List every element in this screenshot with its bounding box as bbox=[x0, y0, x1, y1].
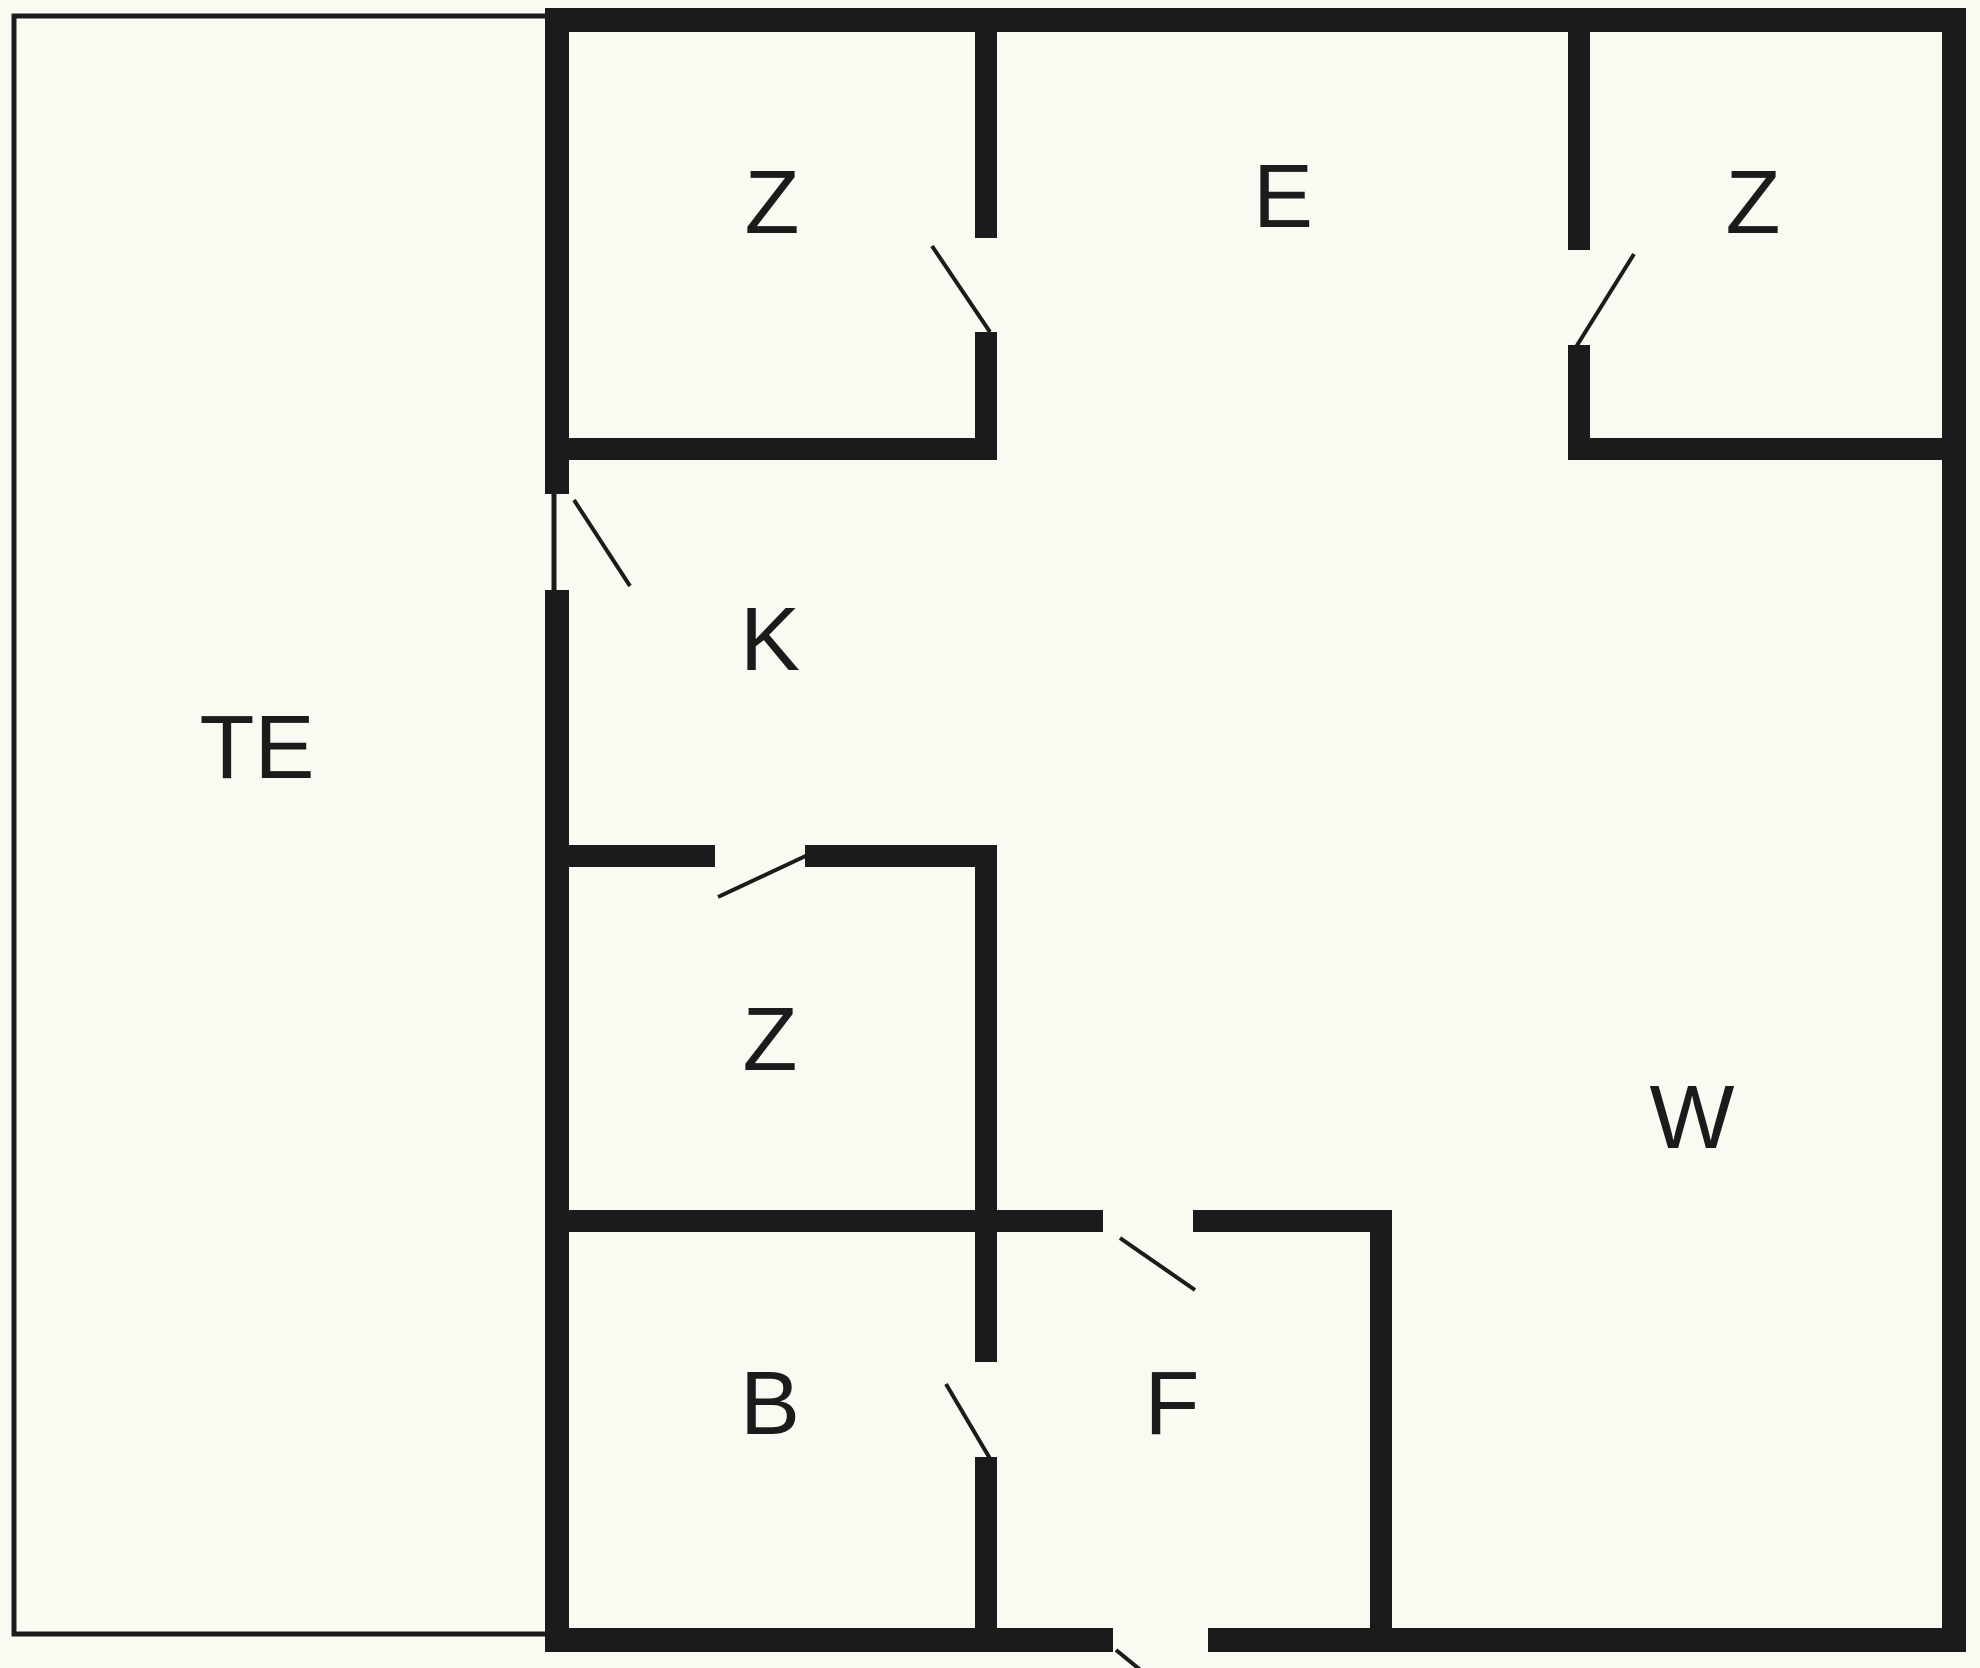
outer-wall-right bbox=[1942, 8, 1966, 1652]
outer-wall-bottom-left-segment bbox=[545, 1628, 1113, 1652]
bedroom-top-left-right-wall-upper bbox=[975, 32, 997, 238]
bedroom-middle-right-wall bbox=[975, 845, 997, 1232]
door-swing-bedroom-top-left bbox=[930, 244, 992, 334]
room-b-right-wall-upper bbox=[975, 1232, 997, 1362]
room-label-z-middle: Z bbox=[743, 990, 798, 1090]
room-b-top-wall bbox=[569, 1210, 997, 1232]
room-f-top-wall-left bbox=[997, 1210, 1103, 1232]
room-label-e: E bbox=[1253, 147, 1313, 247]
bedroom-top-right-left-wall-lower bbox=[1568, 345, 1590, 460]
room-label-k: K bbox=[740, 590, 800, 690]
door-swing-exterior-bottom bbox=[1114, 1648, 1142, 1668]
outer-wall-left-upper-segment bbox=[545, 8, 569, 494]
terrace-outline bbox=[11, 13, 557, 1637]
bedroom-top-left-right-wall-lower bbox=[975, 332, 997, 460]
outer-wall-top bbox=[545, 8, 1966, 32]
bedroom-top-right-left-wall-upper bbox=[1568, 32, 1590, 250]
bedroom-top-right-bottom-wall bbox=[1568, 438, 1942, 460]
bedroom-middle-top-wall-left bbox=[569, 845, 715, 867]
door-swing-bedroom-middle bbox=[717, 851, 813, 899]
room-label-z-top-right: Z bbox=[1726, 153, 1781, 253]
outer-wall-left-lower-segment bbox=[545, 590, 569, 1652]
room-label-z-top-left: Z bbox=[745, 153, 800, 253]
door-swing-room-b bbox=[944, 1382, 994, 1464]
bedroom-top-left-bottom-wall bbox=[569, 438, 997, 460]
bedroom-middle-top-wall-right bbox=[805, 845, 997, 867]
door-swing-bedroom-top-right bbox=[1574, 252, 1636, 349]
room-label-te: TE bbox=[199, 698, 314, 798]
room-label-f: F bbox=[1145, 1354, 1200, 1454]
room-f-right-wall bbox=[1370, 1232, 1392, 1628]
outer-wall-bottom-right-segment bbox=[1208, 1628, 1966, 1652]
door-swing-terrace-entrance bbox=[572, 498, 632, 588]
room-label-w: W bbox=[1650, 1068, 1735, 1168]
room-f-top-wall-right bbox=[1193, 1210, 1392, 1232]
door-swing-room-f bbox=[1118, 1236, 1197, 1292]
room-b-right-wall-lower bbox=[975, 1457, 997, 1628]
room-label-b: B bbox=[740, 1354, 800, 1454]
